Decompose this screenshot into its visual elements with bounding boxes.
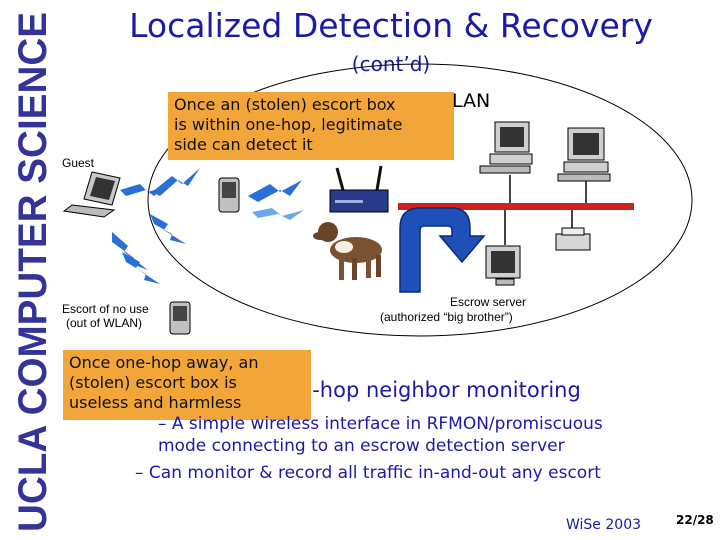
page-number: 22/28 [676,513,714,527]
bullet-item-continuation: mode connecting to an escrow detection s… [158,436,565,456]
callout-line: (stolen) escort box is [69,373,237,392]
sidebar-logo-text: UCLA COMPUTER SCIENCE [11,12,55,532]
escrow-server-icon [485,245,521,286]
pda-icon [218,177,240,213]
guest-label: Guest [62,156,95,170]
desktop-computer-icon [479,121,533,174]
pda-icon [169,301,191,335]
recovery-arrow-icon [399,207,486,293]
bullet-item: – Can monitor & record all traffic in-an… [135,463,601,483]
wlan-label: LAN [452,90,491,112]
sidebar-logo: UCLA COMPUTER SCIENCE [11,12,55,532]
escort-label: Escort of no use [62,302,149,316]
callout-line: is within one-hop, legitimate [174,115,403,134]
escort-sublabel: (out of WLAN) [66,316,143,330]
wireless-link-bolt [122,252,160,284]
callout-line: Once an (stolen) escort box [174,95,396,114]
callout-line: Once one-hop away, an [69,353,259,372]
wireless-router-icon [329,165,389,213]
callout-detection: Once an (stolen) escort box is within on… [168,92,454,160]
bullet-item: – A simple wireless interface in RFMON/p… [158,414,603,434]
wireless-link-bolt [252,208,304,220]
callout-line: side can detect it [174,135,313,154]
callout-harmless: Once one-hop away, an (stolen) escort bo… [63,350,311,420]
laptop-icon [62,171,121,218]
callout-line: useless and harmless [69,393,242,412]
wlan-ellipse [147,63,693,337]
escrow-server-label: Escrow server [450,295,527,309]
lan-backbone [398,203,634,210]
escrow-server-sublabel: (authorized “big brother”) [380,310,513,324]
wireless-link-bolt [248,180,302,202]
page-title: Localized Detection & Recovery [129,6,653,45]
bullet-heading: ne-hop neighbor monitoring [286,378,581,402]
printer-icon [555,227,591,251]
desktop-computer-icon [557,127,611,182]
footer-conference: WiSe 2003 [566,517,642,533]
wireless-link-bolt [152,168,200,196]
dog-icon [313,222,382,280]
wireless-link-bolt [112,232,148,270]
wireless-link-bolt [150,214,186,244]
